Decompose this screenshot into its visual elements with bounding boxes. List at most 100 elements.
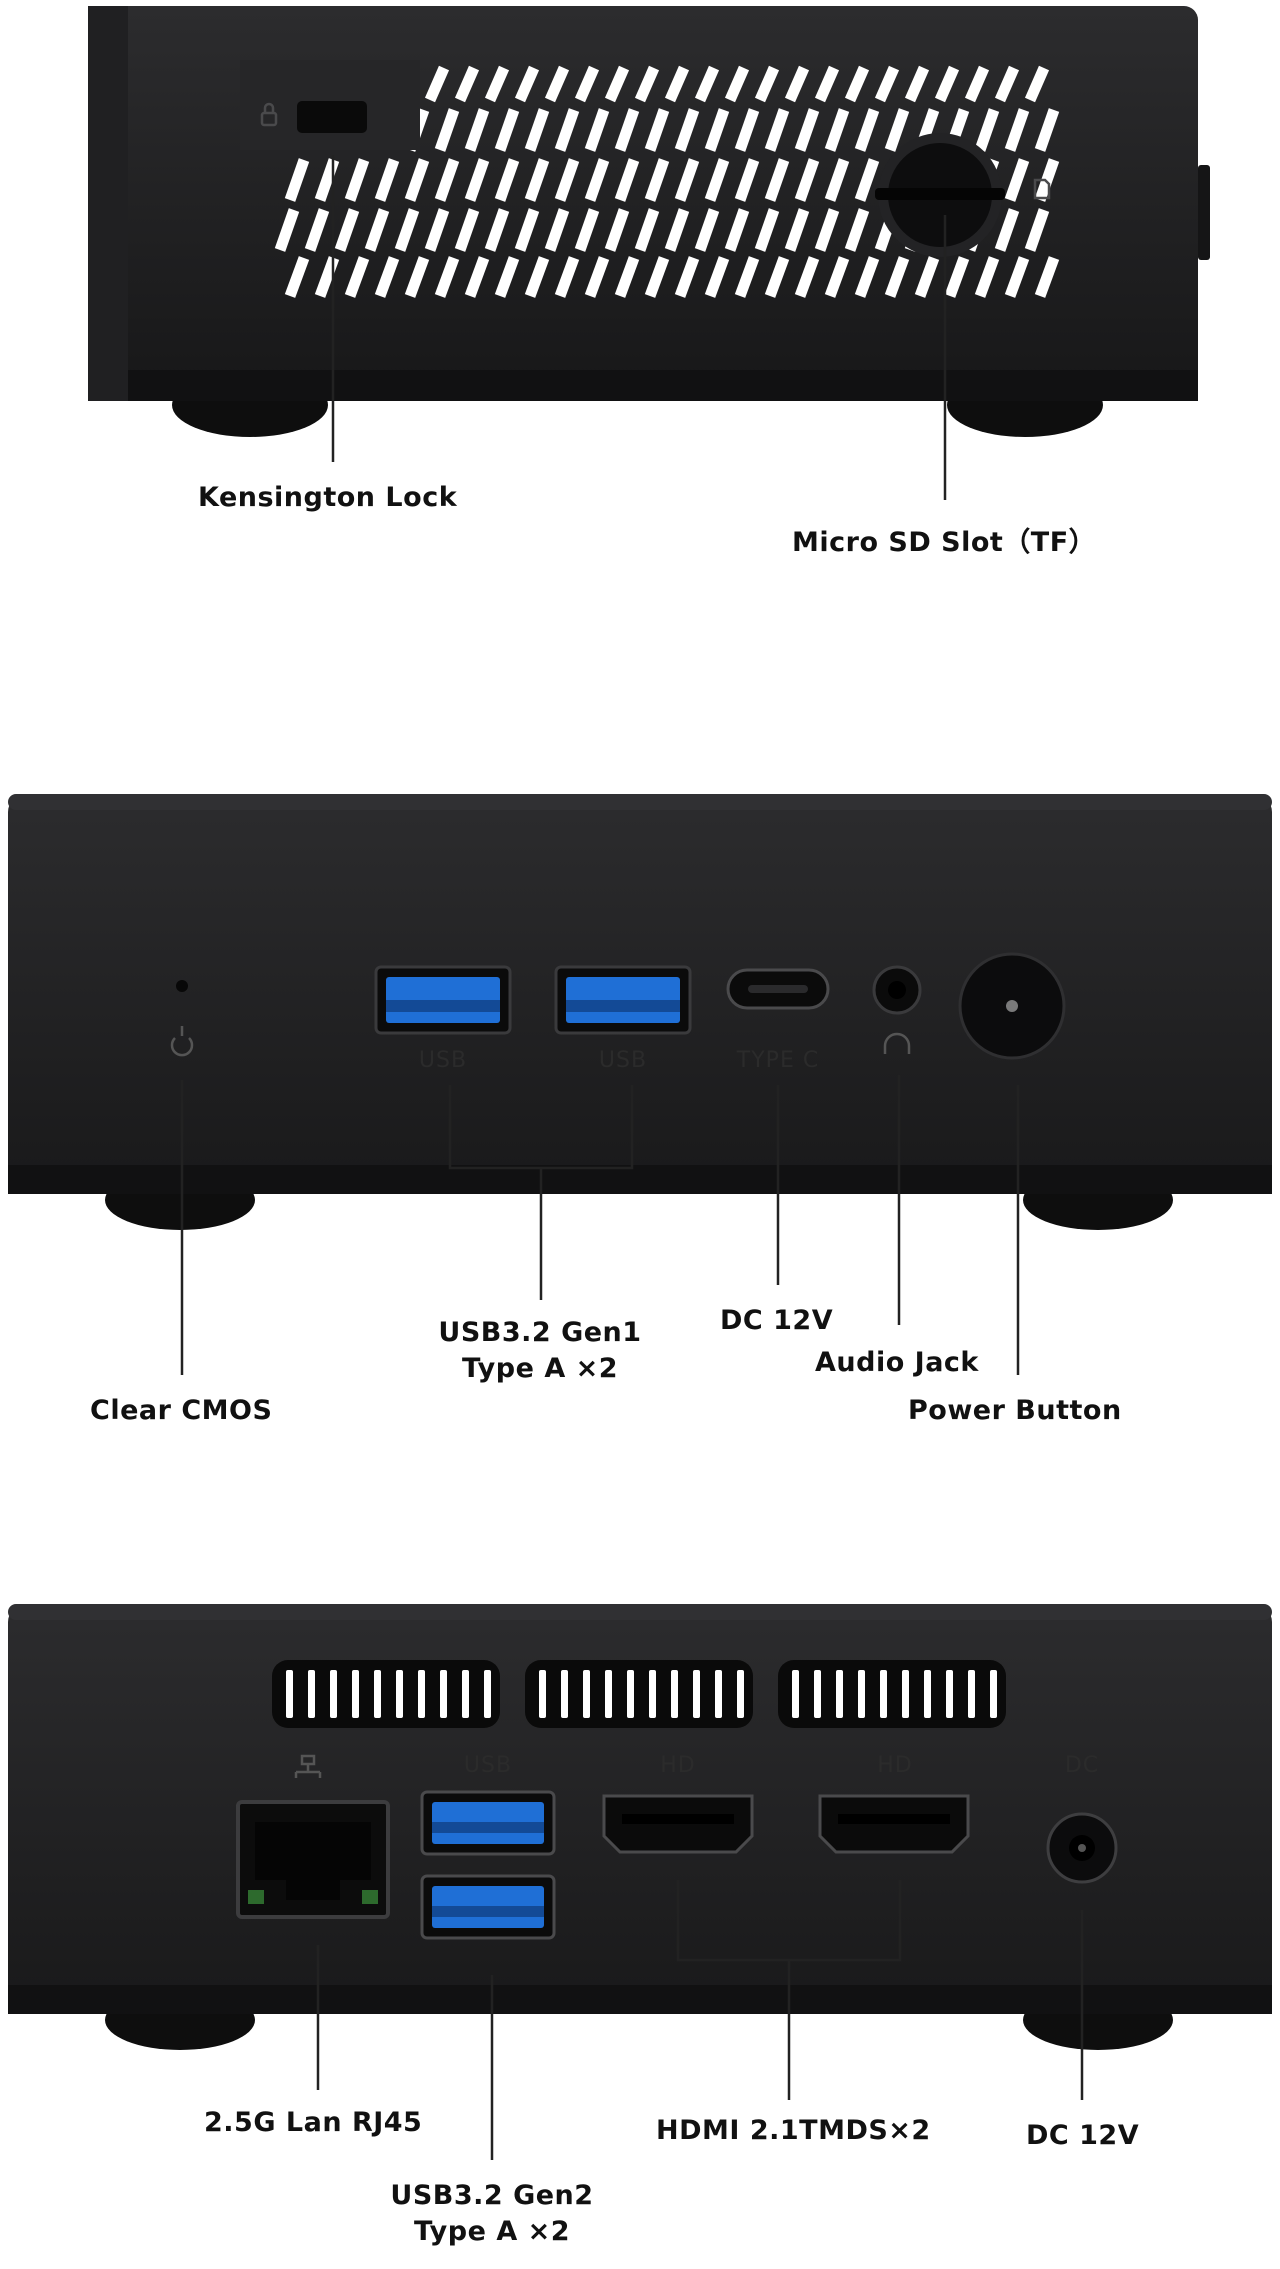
vent-fin xyxy=(308,1670,315,1718)
vent-slot xyxy=(734,108,760,152)
vent-fin xyxy=(440,1670,447,1718)
vent-slot xyxy=(494,158,520,202)
type-c-port[interactable] xyxy=(726,968,830,1010)
hdmi-port-1[interactable] xyxy=(602,1794,754,1854)
vent-fin xyxy=(561,1670,568,1718)
vent-slot xyxy=(724,208,750,252)
vent-slot xyxy=(644,256,670,298)
label-dc-12v: DC 12V xyxy=(720,1305,834,1336)
vent-slot xyxy=(284,256,310,298)
vent-slot xyxy=(874,65,900,103)
vent-slot xyxy=(764,158,790,202)
vent-slot xyxy=(574,65,600,103)
hd-stamp-1: HD xyxy=(660,1753,695,1778)
vent-slot xyxy=(664,208,690,252)
vent-slot xyxy=(524,256,550,298)
dc-stamp: DC xyxy=(1065,1753,1099,1778)
vent-slot xyxy=(614,256,640,298)
vent-slot xyxy=(784,65,810,103)
vent-slot xyxy=(1004,158,1030,202)
vent-slot xyxy=(674,158,700,202)
vent-slot xyxy=(884,108,910,152)
vent-slot xyxy=(454,208,480,252)
vent-slot xyxy=(484,208,510,252)
vent-slot xyxy=(344,256,370,298)
vent-fin xyxy=(462,1670,469,1718)
vent-slot xyxy=(704,108,730,152)
vent-slot xyxy=(944,256,970,298)
vent-fin xyxy=(484,1670,491,1718)
usb-port-rear-1[interactable] xyxy=(420,1790,556,1856)
vent-slot xyxy=(374,256,400,298)
sd-card-slot xyxy=(875,188,1005,200)
vent-fin xyxy=(396,1670,403,1718)
vent-slot xyxy=(434,108,460,152)
vent-slot xyxy=(634,65,660,103)
audio-jack-port[interactable] xyxy=(872,965,922,1015)
vent-slot xyxy=(754,65,780,103)
front-view-panel: USB USB TYPE C USB3.2 Gen1 xyxy=(0,780,1280,1480)
type-c-stamp: TYPE C xyxy=(736,1048,819,1073)
vent-slot xyxy=(464,256,490,298)
vent-slot xyxy=(554,108,580,152)
vent-slot xyxy=(614,108,640,152)
label-usb-gen1-line1: USB3.2 Gen1 xyxy=(438,1317,642,1348)
vent-slot xyxy=(314,158,340,202)
vent-slot xyxy=(434,256,460,298)
vent-fin xyxy=(968,1670,975,1718)
vent-slot xyxy=(674,256,700,298)
vent-slot xyxy=(784,208,810,252)
lock-icon xyxy=(260,102,278,127)
vent-slot xyxy=(824,108,850,152)
label-audio-jack: Audio Jack xyxy=(815,1347,979,1378)
vent-slot xyxy=(584,108,610,152)
vent-fin xyxy=(924,1670,931,1718)
vent-slot xyxy=(994,65,1020,103)
usb-stamp-1: USB xyxy=(419,1048,467,1073)
vent-slot xyxy=(574,208,600,252)
vent-slot xyxy=(544,208,570,252)
vent-slot xyxy=(734,158,760,202)
usb-port-2[interactable] xyxy=(554,965,692,1035)
lan-rj45-port[interactable] xyxy=(236,1800,390,1919)
vent-slot xyxy=(514,208,540,252)
vent-slot xyxy=(424,65,450,103)
vent-slot xyxy=(794,158,820,202)
vent-slot xyxy=(994,208,1020,252)
dc-power-jack[interactable] xyxy=(1046,1812,1118,1884)
vent-fin xyxy=(858,1670,865,1718)
label-usb-gen2: USB3.2 Gen2 Type A ×2 xyxy=(372,2178,612,2251)
label-usb-gen1: USB3.2 Gen1 Type A ×2 xyxy=(420,1315,660,1388)
vent-fin xyxy=(330,1670,337,1718)
vent-slot xyxy=(404,158,430,202)
vent-slot xyxy=(904,65,930,103)
vent-slot xyxy=(844,65,870,103)
label-hdmi: HDMI 2.1TMDS×2 xyxy=(656,2115,931,2146)
rear-view-device: USB HD HD DC xyxy=(8,1604,1272,2160)
vent-slot xyxy=(884,256,910,298)
vent-slot xyxy=(764,256,790,298)
vent-slot xyxy=(364,208,390,252)
usb-port-1[interactable] xyxy=(374,965,512,1035)
vent-slot xyxy=(404,256,430,298)
usb-port-rear-2[interactable] xyxy=(420,1874,556,1940)
vent-slot xyxy=(484,65,510,103)
vent-slot xyxy=(934,65,960,103)
power-button[interactable] xyxy=(958,952,1066,1060)
vent-slot xyxy=(964,65,990,103)
vent-slot xyxy=(674,108,700,152)
vent-slot xyxy=(604,65,630,103)
vent-slot xyxy=(464,158,490,202)
vent-slot xyxy=(1004,108,1030,152)
hdmi-port-2[interactable] xyxy=(818,1794,970,1854)
vent-slot xyxy=(604,208,630,252)
vent-slot xyxy=(824,256,850,298)
vent-slot xyxy=(584,158,610,202)
clear-cmos-pinhole[interactable] xyxy=(176,980,188,992)
vent-slot xyxy=(814,208,840,252)
vent-slot xyxy=(314,256,340,298)
vent-slot xyxy=(704,256,730,298)
vent-fin xyxy=(418,1670,425,1718)
vent-slot xyxy=(734,256,760,298)
vent-slot xyxy=(974,108,1000,152)
